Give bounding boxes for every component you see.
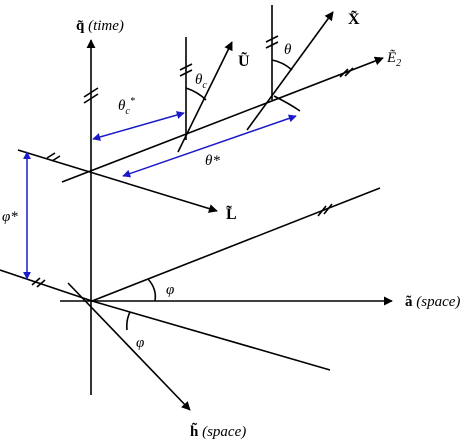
theta-label: θ [284, 42, 292, 58]
x-vector-label: X̃ [348, 9, 360, 28]
e2-right-tick-arc [273, 95, 301, 112]
l-vector-label: L̃ [226, 203, 237, 223]
l-tick [46, 152, 61, 162]
e2-tick [339, 67, 354, 78]
e2-vector-label: Ẽ2 [386, 49, 401, 69]
theta-arc [271, 59, 293, 71]
theta-c-label: θc [195, 72, 207, 91]
phi-upper-arc [147, 278, 157, 302]
upper-oblique-line [91, 187, 381, 302]
lower-oblique-line [91, 300, 331, 371]
q-axis-label: q̃ (time) [76, 18, 124, 34]
phi-star-label: φ* [2, 209, 18, 225]
theta-c-star-dimension [92, 111, 185, 141]
theta-c-arc [185, 87, 207, 101]
theta-c-star-label: θc* [118, 96, 135, 117]
h-axis-label: h̃ (space) [190, 422, 246, 440]
theta-star-dimension [122, 114, 297, 178]
phi-lower-arc [126, 311, 131, 331]
phi-upper-label: φ [166, 282, 174, 298]
q-axis-tick [83, 87, 99, 104]
l-vector-line [17, 149, 218, 213]
theta-star-label: θ* [205, 153, 220, 169]
theta-c-tick [179, 63, 193, 77]
left-oblique-line [0, 269, 93, 302]
upper-oblique-tick [317, 203, 333, 217]
phi-lower-label: φ [136, 335, 144, 351]
e2-axis-line [61, 56, 384, 183]
left-oblique-tick [31, 277, 46, 288]
a-axis-label: ã (space) [405, 294, 460, 310]
u-vector-label: Ũ [238, 50, 250, 70]
x-vector-line [246, 11, 334, 131]
h-axis-line [67, 282, 191, 411]
theta-tick [265, 35, 279, 49]
